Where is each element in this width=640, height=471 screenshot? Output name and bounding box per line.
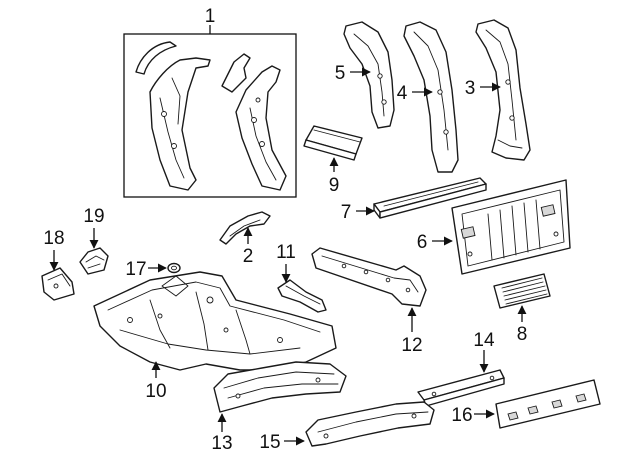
part-8-vent[interactable] xyxy=(493,273,551,309)
part-11-gusset[interactable] xyxy=(277,279,327,313)
part-4-pillar[interactable] xyxy=(403,21,459,173)
callout-2: 2 xyxy=(243,246,254,267)
callout-10: 10 xyxy=(145,381,166,402)
callout-5: 5 xyxy=(335,63,346,84)
callout-13: 13 xyxy=(211,433,232,454)
part-12-side-sill[interactable] xyxy=(311,247,427,307)
callout-14: 14 xyxy=(473,330,495,351)
callout-16: 16 xyxy=(451,405,472,426)
part-9-bracket[interactable] xyxy=(303,125,363,161)
part-3-pillar[interactable] xyxy=(475,19,531,161)
callout-19: 19 xyxy=(83,206,104,227)
part-2-brace[interactable] xyxy=(219,211,271,245)
callout-12: 12 xyxy=(401,335,422,356)
callout-8: 8 xyxy=(517,324,528,345)
part-15-crossmember[interactable] xyxy=(305,401,435,447)
part-6-back-panel[interactable] xyxy=(451,179,571,275)
part-16-plate[interactable] xyxy=(495,379,601,429)
callout-6: 6 xyxy=(417,232,428,253)
callout-3: 3 xyxy=(465,78,476,99)
part-19-bracket[interactable] xyxy=(79,247,109,275)
part-1-pillars[interactable] xyxy=(135,41,287,191)
part-5-pillar[interactable] xyxy=(343,21,395,129)
callout-9: 9 xyxy=(329,175,340,196)
part-18-bracket[interactable] xyxy=(41,267,75,301)
callout-18: 18 xyxy=(43,228,64,249)
callout-11: 11 xyxy=(276,242,296,263)
callout-15: 15 xyxy=(259,432,280,453)
part-13-crossmember[interactable] xyxy=(213,361,347,413)
callout-1: 1 xyxy=(205,6,216,27)
part-17-grommet[interactable] xyxy=(167,262,181,274)
part-14-cross-bar[interactable] xyxy=(417,369,505,407)
callout-7: 7 xyxy=(341,202,352,223)
callout-4: 4 xyxy=(397,83,408,104)
part-10-floor-pan[interactable] xyxy=(93,271,337,371)
callout-17: 17 xyxy=(125,259,146,280)
